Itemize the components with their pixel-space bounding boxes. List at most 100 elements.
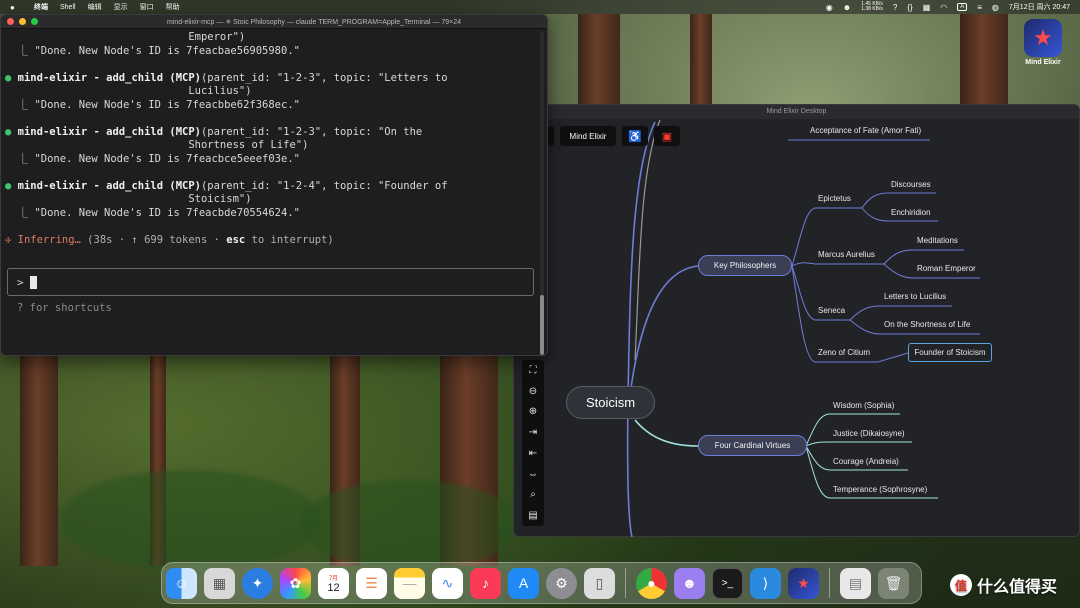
system-settings-icon[interactable]: ⚙ <box>546 567 577 599</box>
tree-trunk <box>960 14 1008 106</box>
photos-icon[interactable]: ✿ <box>280 567 311 599</box>
net-up: 1.45 KB/s <box>861 1 883 7</box>
notes-icon[interactable]: — <box>394 567 425 599</box>
menu-view[interactable]: 显示 <box>113 4 128 11</box>
input-method-indicator[interactable]: A <box>957 3 968 11</box>
mind-elixir-window: Mind Elixir Desktop <box>513 104 1080 537</box>
iphone-mirroring-icon[interactable]: ▯ <box>584 567 615 599</box>
terminal-line: ⎿ "Done. New Node's ID is 7feacbde705546… <box>5 206 300 219</box>
finder-icon[interactable]: ☺ <box>166 567 197 599</box>
menu-app-name[interactable]: 终端 <box>34 4 48 11</box>
mind-elixir-desktop-icon[interactable]: ★ <box>1024 19 1062 57</box>
mind-toolbar: Mind Elixir ♿ ▣ <box>548 126 680 146</box>
calendar-icon[interactable]: 7月 12 <box>318 567 349 599</box>
save-icon[interactable]: ▣ <box>654 126 680 146</box>
node-zeno[interactable]: Zeno of Citium <box>818 348 871 357</box>
terminal-output: Emperor") ⎿ "Done. New Node's ID is 7fea… <box>5 31 537 247</box>
reminders-icon[interactable]: ☰ <box>356 567 387 599</box>
menu-shell[interactable]: Shell <box>60 3 76 11</box>
node-letters-to-lucilius[interactable]: Letters to Lucilius <box>884 292 947 301</box>
zoom-in-icon[interactable]: ⊕ <box>528 406 538 418</box>
menu-window[interactable]: 窗口 <box>139 4 154 11</box>
zoom-out-icon[interactable]: ⊖ <box>528 385 538 397</box>
music-icon[interactable]: ♪ <box>470 567 501 599</box>
record-icon[interactable]: ◉ <box>825 2 833 12</box>
node-seneca[interactable]: Seneca <box>818 306 846 315</box>
layout-both-icon[interactable]: ⇔ <box>528 468 538 480</box>
app-store-icon[interactable]: A <box>508 567 539 599</box>
chrome-icon[interactable]: ● <box>636 567 667 599</box>
terminal-line: ● mind-elixir - add_child (MCP)(parent_i… <box>5 126 537 140</box>
watermark: 值 什么值得买 <box>950 573 1057 597</box>
menu-edit[interactable]: 编辑 <box>87 4 102 11</box>
terminal-scrollbar[interactable] <box>540 31 544 353</box>
control-center-icon[interactable]: ≡ <box>977 2 982 12</box>
focus-icon[interactable]: ⛶ <box>529 364 537 376</box>
clock[interactable]: 7月12日 周六 20:47 <box>1008 4 1070 11</box>
menu-bar: ● 终端 Shell 编辑 显示 窗口 帮助 ◉ ☻ 1.45 KB/s 1.3… <box>0 0 1080 14</box>
terminal-line <box>5 112 537 126</box>
siri-icon[interactable]: ◍ <box>991 2 999 12</box>
terminal-line: Emperor") <box>5 31 246 43</box>
map-icon[interactable]: ▤ <box>528 510 538 522</box>
root-node[interactable]: Stoicism <box>566 386 655 419</box>
node-wisdom[interactable]: Wisdom (Sophia) <box>833 401 895 410</box>
foliage <box>60 470 320 570</box>
wifi-icon[interactable]: ◠ <box>940 2 948 12</box>
minimize-button[interactable] <box>19 18 26 25</box>
mind-window-title: Mind Elixir Desktop <box>514 105 1079 119</box>
branch-key-philosophers[interactable]: Key Philosophers <box>698 255 792 276</box>
status-tail: to interrupt) <box>245 233 334 246</box>
node-enchiridion[interactable]: Enchiridion <box>891 208 931 217</box>
search-icon[interactable]: ⌕ <box>530 489 536 501</box>
trash-icon[interactable]: 🗑 <box>878 567 909 599</box>
mind-elixir-menu-button[interactable]: Mind Elixir <box>560 126 616 146</box>
shortcut-hint: ? for shortcuts <box>17 302 112 314</box>
cat-app-icon[interactable]: ☻ <box>674 567 705 599</box>
close-button[interactable] <box>7 18 14 25</box>
node-amor-fati[interactable]: Acceptance of Fate (Amor Fati) <box>810 126 922 135</box>
launchpad-icon[interactable]: ▦ <box>204 567 235 599</box>
node-founder-selected[interactable]: Founder of Stoicism <box>908 343 992 362</box>
dock-separator <box>625 568 626 598</box>
node-discourses[interactable]: Discourses <box>891 180 931 189</box>
tool-call-name: mind-elixir - add_child (MCP) <box>17 125 201 138</box>
node-meditations[interactable]: Meditations <box>917 236 958 245</box>
cat-icon[interactable]: ☻ <box>842 2 852 12</box>
mind-elixir-dock-icon[interactable]: ★ <box>788 567 819 599</box>
dock: ☺ ▦ ✦ ✿ 7月 12 ☰ — ∿ ♪ A ⚙ ▯ ● ☻ >_ ⟩ ★ ▤… <box>161 562 922 604</box>
node-marcus-aurelius[interactable]: Marcus Aurelius <box>818 250 875 259</box>
menu-help[interactable]: 帮助 <box>165 4 180 11</box>
calendar-month: 7月 <box>328 575 339 582</box>
prompt-input[interactable]: > <box>7 268 534 296</box>
node-shortness-of-life[interactable]: On the Shortness of Life <box>884 320 971 329</box>
safari-icon[interactable]: ✦ <box>242 567 273 599</box>
downloads-icon[interactable]: ▤ <box>840 567 871 599</box>
terminal-icon[interactable]: >_ <box>712 567 743 599</box>
terminal-line <box>5 58 537 72</box>
tool-call-bullet: ● <box>5 71 18 84</box>
zoom-button[interactable] <box>31 18 38 25</box>
layout-left-icon[interactable]: ⇥ <box>528 427 538 439</box>
watermark-badge: 值 <box>950 574 972 596</box>
node-courage[interactable]: Courage (Andreia) <box>833 457 899 466</box>
freeform-icon[interactable]: ∿ <box>432 567 463 599</box>
terminal-scroll-thumb[interactable] <box>540 295 544 355</box>
status-spinner: ✢ Inferring… <box>5 233 81 246</box>
grid-icon[interactable]: ▦ <box>922 2 931 12</box>
accessibility-icon[interactable]: ♿ <box>622 126 648 146</box>
node-justice[interactable]: Justice (Dikaiosyne) <box>833 429 905 438</box>
net-down: 1.38 KB/s <box>861 6 883 12</box>
toolbar-edge-button[interactable] <box>548 126 554 146</box>
node-roman-emperor[interactable]: Roman Emperor <box>917 264 976 273</box>
node-temperance[interactable]: Temperance (Sophrosyne) <box>833 485 928 494</box>
vscode-icon[interactable]: ⟩ <box>750 567 781 599</box>
node-epictetus[interactable]: Epictetus <box>818 194 851 203</box>
help-icon[interactable]: ? <box>892 2 898 12</box>
braces-icon[interactable]: {} <box>907 2 913 12</box>
layout-right-icon[interactable]: ⇤ <box>528 447 538 459</box>
terminal-title: mind-elixir-mcp — ✳ Stoic Philosophy — c… <box>166 18 461 26</box>
branch-cardinal-virtues[interactable]: Four Cardinal Virtues <box>698 435 807 456</box>
tree-trunk <box>20 356 58 566</box>
apple-menu-icon[interactable]: ● <box>10 2 15 12</box>
